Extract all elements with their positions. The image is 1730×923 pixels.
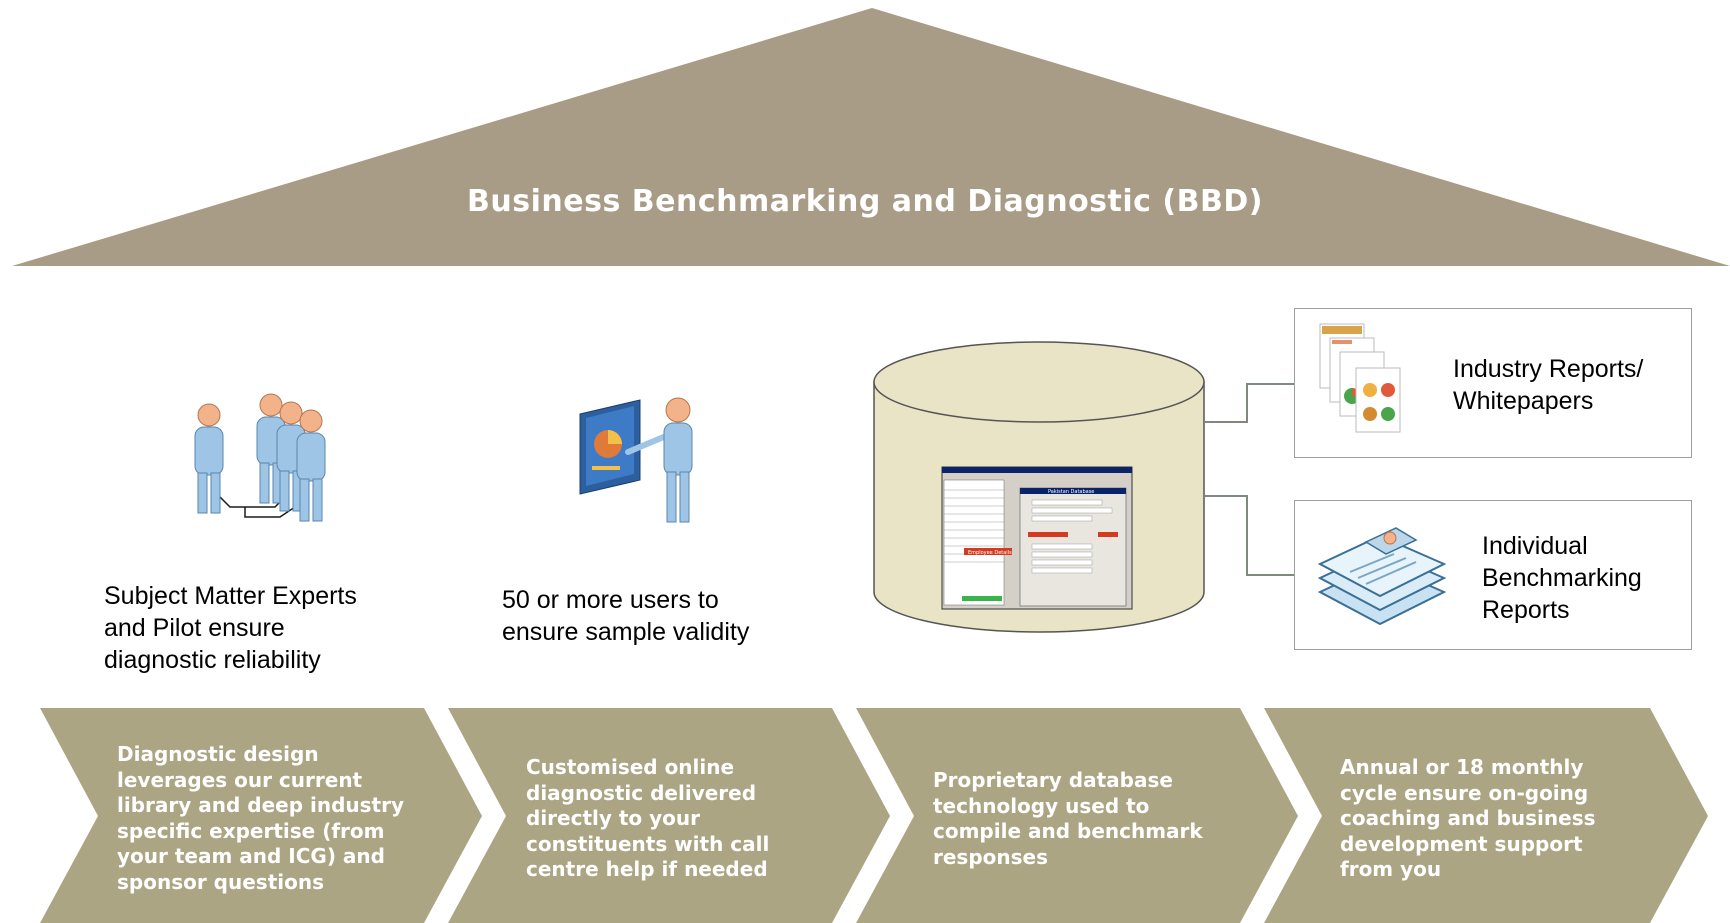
- software-screenshot: Employee Details Pakistan Database: [941, 466, 1133, 610]
- caption-line: 50 or more users to ensure sample validi…: [502, 586, 750, 646]
- stacked-reports-icon: [1317, 527, 1447, 626]
- page-title: Business Benchmarking and Diagnostic (BB…: [467, 184, 1263, 219]
- screenshot-window-title: Pakistan Database: [1048, 489, 1094, 495]
- connector-lines: [1205, 383, 1295, 576]
- step-2-text: Customised online diagnostic delivered d…: [526, 755, 770, 881]
- database-with-software-screenshot-icon: Employee Details Pakistan Database: [873, 341, 1205, 633]
- process-steps-bar: [40, 708, 1708, 923]
- step-1-chevron: [40, 708, 482, 923]
- caption-line: Subject Matter Experts and Pilot ensure …: [104, 582, 357, 674]
- step-4-text: Annual or 18 monthly cycle ensure on-goi…: [1340, 755, 1596, 881]
- step-1-text: Diagnostic design leverages our current …: [117, 742, 405, 894]
- step-3-text: Proprietary database technology used to …: [933, 768, 1203, 869]
- roof-banner: [12, 8, 1730, 266]
- output-label: Industry Reports/ Whitepapers: [1453, 355, 1644, 415]
- step-4-chevron: [1264, 708, 1708, 923]
- step-3-chevron: [856, 708, 1298, 923]
- output-label: Individual Benchmarking Reports: [1482, 532, 1642, 624]
- presenter-with-chart-icon: [579, 397, 693, 523]
- report-documents-icon: [1319, 323, 1401, 433]
- screenshot-panel-title: Employee Details: [968, 550, 1012, 556]
- team-of-people-icon: [194, 393, 326, 522]
- step-2-chevron: [448, 708, 890, 923]
